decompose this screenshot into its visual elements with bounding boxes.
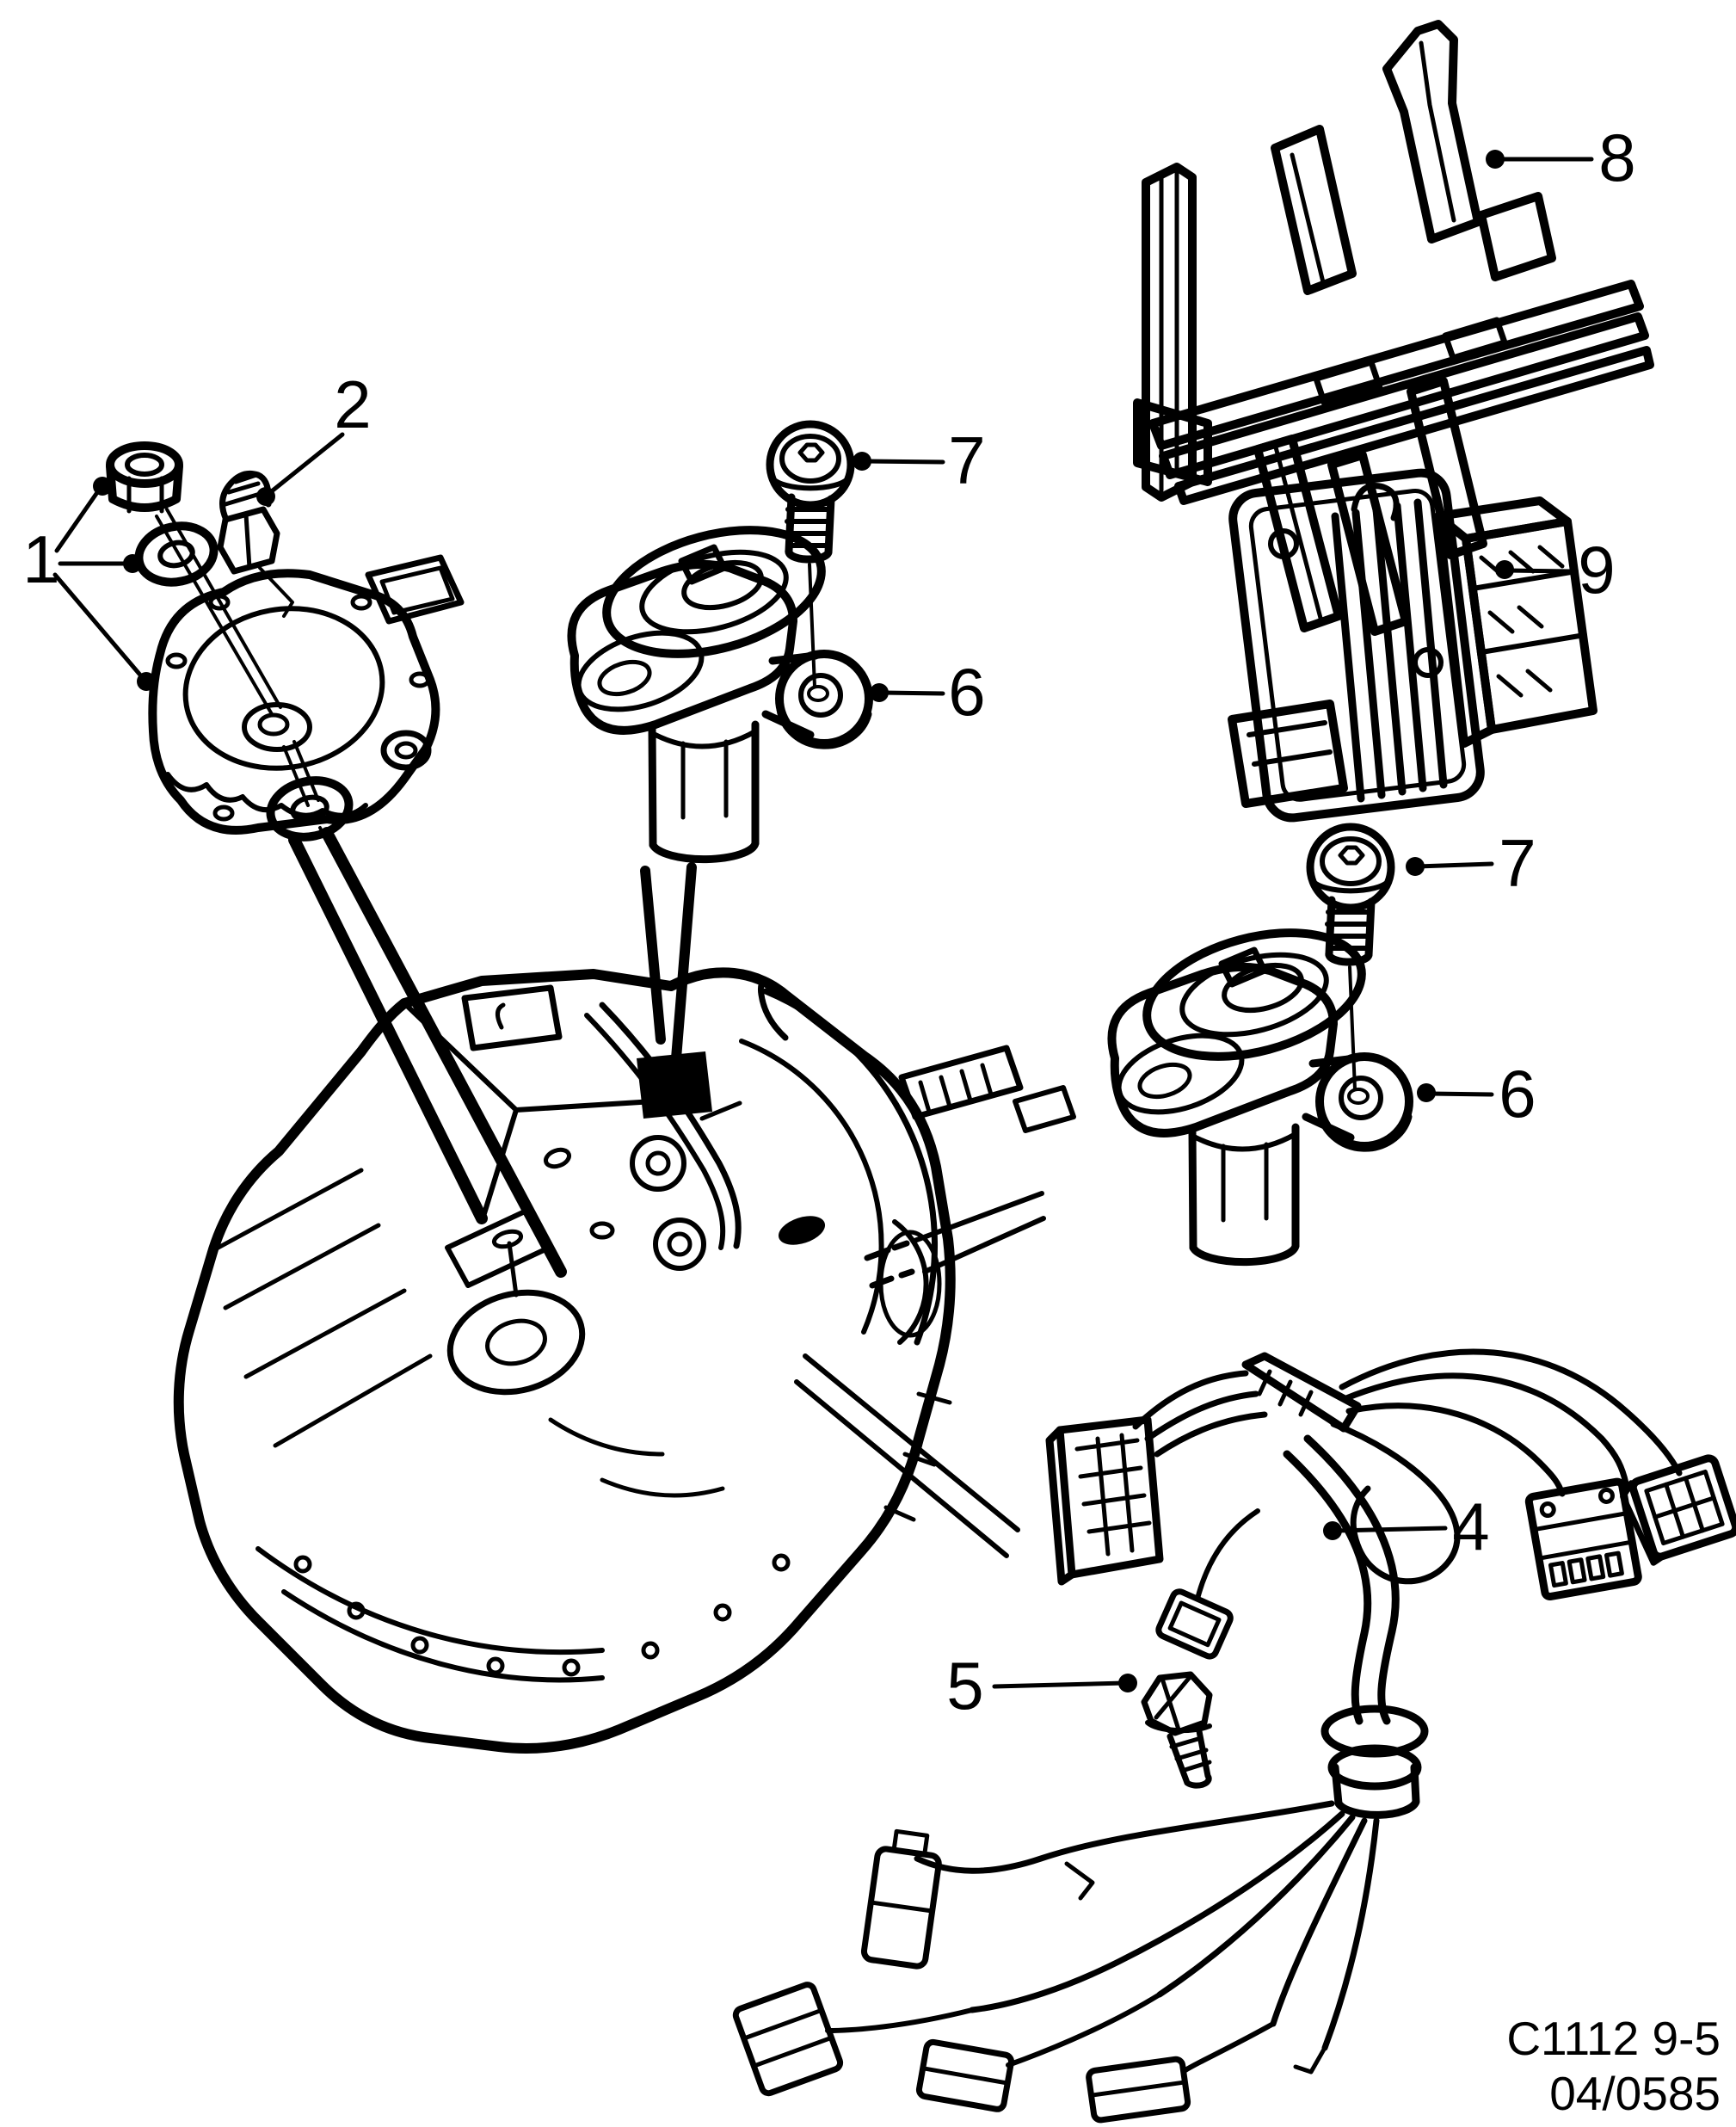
- callout-8: 8: [1598, 120, 1636, 195]
- drawing-caption: C1112 9-5 04/0585: [1506, 2012, 1721, 2122]
- callout-6-lower: 6: [1499, 1056, 1536, 1131]
- caption-code: C1112 9-5: [1506, 2012, 1721, 2066]
- wiring-harness-part-4: [732, 1348, 1736, 2124]
- impulse-screw-part-2: [217, 470, 294, 618]
- callout-7-lower: 7: [1499, 825, 1536, 901]
- callout-2: 2: [334, 367, 372, 442]
- pointer-lines: [288, 827, 1046, 1558]
- callout-leaders: [52, 150, 1594, 1692]
- transmission-drawing: [173, 967, 1076, 1754]
- callout-6-upper: 6: [948, 654, 986, 730]
- callout-9: 9: [1578, 532, 1616, 607]
- bracket-part-8: [1133, 20, 1654, 636]
- callout-7-upper: 7: [948, 422, 986, 498]
- callout-5: 5: [946, 1648, 984, 1723]
- gear-position-sensor-part-1: [106, 441, 465, 862]
- caption-issue: 04/0585: [1549, 2067, 1721, 2121]
- control-module-part-9: [1228, 468, 1597, 823]
- flange-screw-part-5: [1141, 1671, 1213, 1789]
- callout-4: 4: [1452, 1489, 1490, 1564]
- callout-1: 1: [22, 521, 60, 597]
